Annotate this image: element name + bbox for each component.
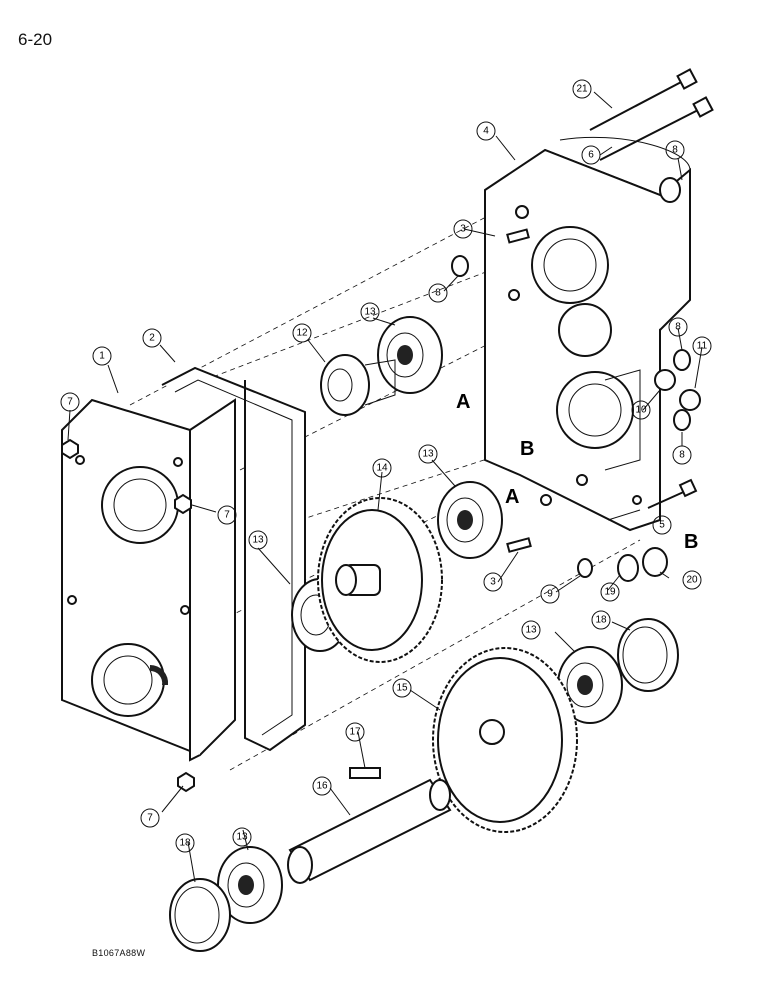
svg-text:3: 3 (460, 224, 466, 235)
svg-text:20: 20 (686, 575, 698, 586)
leader-lines (67, 91, 703, 883)
svg-text:7: 7 (147, 813, 153, 824)
callout-13a: 13 (360, 302, 380, 322)
svg-text:8: 8 (435, 288, 441, 299)
bearing-cup-right (617, 618, 679, 692)
callout-1: 1 (92, 346, 112, 366)
callout-8b: 8 (665, 140, 685, 160)
svg-text:18: 18 (595, 615, 607, 626)
shaft-key (349, 767, 381, 779)
svg-text:18: 18 (179, 838, 191, 849)
reference-letter-a-upper: A (456, 391, 470, 413)
bearing-upper (377, 316, 443, 394)
callout-14: 14 (372, 458, 392, 478)
svg-text:5: 5 (659, 520, 665, 531)
svg-text:13: 13 (236, 832, 248, 843)
front-housing (61, 398, 236, 762)
bearing-cup-bottom (169, 878, 231, 952)
bolt-5 (647, 478, 698, 509)
callout-8c: 8 (668, 317, 688, 337)
reference-letter-b-upper: B (520, 438, 534, 460)
callout-18a: 18 (591, 610, 611, 630)
callout-7c: 7 (140, 808, 160, 828)
svg-text:7: 7 (67, 397, 73, 408)
callout-6: 6 (581, 145, 601, 165)
callout-9: 9 (540, 584, 560, 604)
svg-text:4: 4 (483, 126, 489, 137)
svg-text:1: 1 (99, 351, 105, 362)
svg-text:21: 21 (576, 84, 588, 95)
callout-5: 5 (652, 515, 672, 535)
cluster-gear (317, 497, 443, 663)
callout-10: 10 (631, 400, 651, 420)
svg-text:13: 13 (364, 307, 376, 318)
callout-4: 4 (476, 121, 496, 141)
callout-20: 20 (682, 570, 702, 590)
callout-2: 2 (142, 328, 162, 348)
callout-21: 21 (572, 79, 592, 99)
bearing-middle (437, 481, 503, 559)
svg-text:2: 2 (149, 333, 155, 344)
callout-3b: 3 (483, 572, 503, 592)
callout-13b: 13 (418, 444, 438, 464)
svg-text:10: 10 (635, 405, 647, 416)
pinion-gear (320, 354, 396, 416)
reference-letter-a-lower: A (505, 486, 519, 508)
svg-text:12: 12 (296, 328, 308, 339)
svg-text:8: 8 (679, 450, 685, 461)
callout-16: 16 (312, 776, 332, 796)
svg-text:7: 7 (224, 510, 230, 521)
svg-text:13: 13 (422, 449, 434, 460)
callout-3a: 3 (453, 219, 473, 239)
figure-code: B1067A88W (92, 948, 146, 958)
callout-18b: 18 (175, 833, 195, 853)
callout-labels: 1 2 3 3 4 5 6 7 7 7 8 8 8 8 9 10 11 12 1… (60, 79, 712, 853)
callout-8a: 8 (428, 283, 448, 303)
callout-11: 11 (692, 336, 712, 356)
callout-13c: 13 (248, 530, 268, 550)
svg-text:19: 19 (604, 587, 616, 598)
callout-7b: 7 (217, 505, 237, 525)
gasket (161, 366, 306, 752)
svg-text:13: 13 (525, 625, 537, 636)
svg-text:16: 16 (316, 781, 328, 792)
callout-7a: 7 (60, 392, 80, 412)
callout-17: 17 (345, 722, 365, 742)
rear-housing (484, 136, 691, 532)
svg-text:8: 8 (675, 322, 681, 333)
callout-19: 19 (600, 582, 620, 602)
large-gear (432, 647, 578, 833)
long-bolts (589, 68, 714, 161)
callout-12: 12 (292, 323, 312, 343)
reference-letter-b-lower: B (684, 531, 698, 553)
page-number: 6-20 (18, 30, 53, 49)
small-hardware (61, 177, 701, 793)
callout-13d: 13 (521, 620, 541, 640)
dowel-pin-upper (506, 228, 530, 244)
svg-text:3: 3 (490, 577, 496, 588)
svg-text:8: 8 (672, 145, 678, 156)
svg-text:15: 15 (396, 683, 408, 694)
callout-8d: 8 (672, 445, 692, 465)
svg-text:13: 13 (252, 535, 264, 546)
bearing-right (557, 646, 623, 724)
callout-13e: 13 (232, 827, 252, 847)
dowel-pin-lower (506, 537, 532, 553)
svg-text:14: 14 (376, 463, 388, 474)
callout-15: 15 (392, 678, 412, 698)
svg-text:11: 11 (697, 341, 708, 352)
svg-text:17: 17 (349, 727, 361, 738)
svg-text:6: 6 (588, 150, 594, 161)
svg-text:9: 9 (547, 589, 553, 600)
output-shaft (287, 778, 452, 884)
